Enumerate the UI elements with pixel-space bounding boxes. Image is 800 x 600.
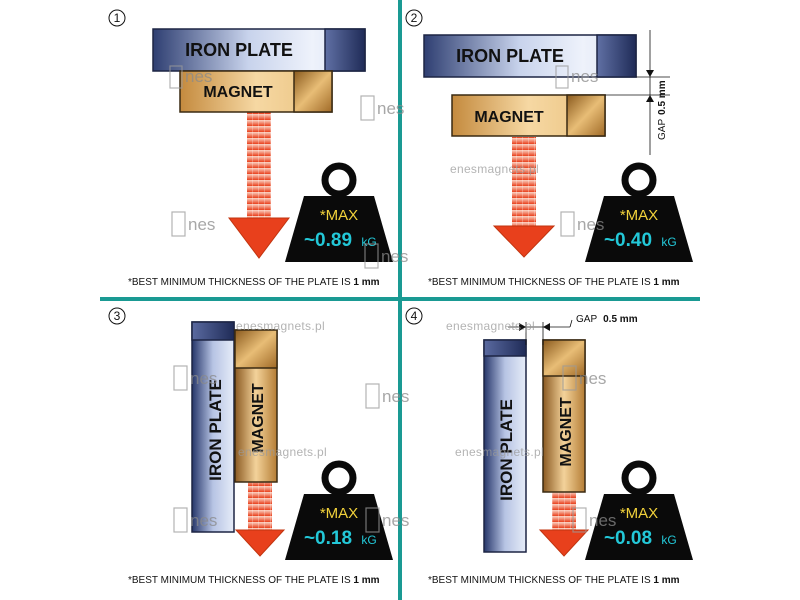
watermark-logo-text: nes: [579, 369, 606, 388]
iron-plate-label: IRON PLATE: [206, 379, 225, 481]
watermark-logo-text: nes: [190, 369, 217, 388]
force-arrow: [538, 492, 590, 557]
watermark-logo: nes: [562, 365, 606, 391]
iron-plate: IRON PLATE: [191, 321, 235, 533]
unit-label: kG: [361, 235, 376, 249]
watermarks: enesmagnets.pl enesmagnets.pl enesmagnet…: [169, 65, 616, 533]
magnet: MAGNET: [234, 329, 278, 483]
panel-number: 1: [114, 11, 121, 25]
magnet-label: MAGNET: [474, 109, 544, 126]
magnet: MAGNET: [451, 94, 606, 137]
thickness-note: *BEST MINIMUM THICKNESS OF THE PLATE IS …: [128, 575, 380, 586]
weight-icon: *MAX ~0.89 kG: [285, 162, 393, 262]
watermark-logo: nes: [173, 365, 217, 391]
max-value: ~0.89: [304, 230, 352, 251]
magnet-label: MAGNET: [250, 383, 267, 453]
panel-1: 1 IRON PLATE MAGNET *MAX ~0.89 kG *BEST …: [108, 9, 393, 288]
watermark-url: enesmagnets.pl: [446, 319, 535, 333]
watermark-url: enesmagnets.pl: [450, 162, 539, 176]
thickness-note: *BEST MINIMUM THICKNESS OF THE PLATE IS …: [428, 277, 680, 288]
watermark-url: enesmagnets.pl: [236, 319, 325, 333]
watermark-logo-text: nes: [577, 215, 604, 234]
watermark-logo-text: nes: [185, 67, 212, 86]
force-arrow: [492, 137, 556, 258]
watermark-logo-text: nes: [377, 99, 404, 118]
watermark-logo-text: nes: [381, 247, 408, 266]
watermark-logo: nes: [360, 95, 404, 121]
horizontal-divider: [100, 297, 700, 301]
watermark-logo-text: nes: [571, 67, 598, 86]
max-label: *MAX: [320, 505, 358, 522]
panel-number: 2: [411, 11, 418, 25]
panel-number-circle: [108, 307, 126, 325]
panel-number: 3: [114, 309, 121, 323]
watermark-url: enesmagnets.pl: [238, 445, 327, 459]
magnet: MAGNET: [542, 339, 586, 493]
unit-label: kG: [661, 235, 676, 249]
thickness-note: *BEST MINIMUM THICKNESS OF THE PLATE IS …: [128, 277, 380, 288]
panel-2: 2 IRON PLATE MAGNET GAP0.5 mm *: [405, 9, 693, 288]
iron-plate: IRON PLATE: [483, 339, 527, 553]
panel-3: 3 IRON PLATE MAGNET *MAX ~0.18 kG *BEST …: [108, 307, 393, 586]
panel-number-circle: [108, 9, 126, 27]
watermark-logo: nes: [365, 507, 409, 533]
iron-plate-label: IRON PLATE: [185, 40, 293, 60]
watermark-logo-text: nes: [190, 511, 217, 530]
max-value: ~0.40: [604, 230, 652, 251]
watermark-logo-text: nes: [382, 511, 409, 530]
watermark-logo: nes: [169, 65, 212, 89]
watermark-logo: nes: [555, 65, 598, 89]
thickness-note: *BEST MINIMUM THICKNESS OF THE PLATE IS …: [428, 575, 680, 586]
watermark-logo-text: nes: [589, 511, 616, 530]
magnet-label: MAGNET: [558, 397, 575, 467]
gap-label: GAP0.5 mm: [657, 80, 668, 140]
magnet-label: MAGNET: [203, 84, 273, 101]
weight-icon: *MAX ~0.40 kG: [585, 162, 693, 262]
iron-plate-label: IRON PLATE: [456, 46, 564, 66]
watermark-logo: nes: [364, 243, 408, 269]
watermark-logo: nes: [173, 507, 217, 533]
max-label: *MAX: [620, 505, 658, 522]
watermark-logo: nes: [171, 211, 215, 237]
force-arrow: [228, 112, 290, 259]
max-label: *MAX: [320, 207, 358, 224]
watermark-logo: nes: [572, 507, 616, 533]
watermark-url: enesmagnets.pl: [455, 445, 544, 459]
watermark-logo-text: nes: [188, 215, 215, 234]
magnet: MAGNET: [179, 70, 333, 113]
force-arrow: [234, 482, 286, 557]
max-value: ~0.08: [604, 528, 652, 549]
unit-label: kG: [361, 533, 376, 547]
watermark-logo: nes: [365, 383, 409, 409]
iron-plate: IRON PLATE: [423, 34, 637, 78]
weight-icon: *MAX ~0.08 kG: [585, 460, 693, 560]
watermark-logo: nes: [560, 211, 604, 237]
weight-icon: *MAX ~0.18 kG: [285, 460, 393, 560]
iron-plate: IRON PLATE: [152, 28, 366, 72]
max-label: *MAX: [620, 207, 658, 224]
max-value: ~0.18: [304, 528, 352, 549]
panel-number-circle: [405, 307, 423, 325]
gap-dimension: GAP0.5 mm: [605, 30, 670, 155]
iron-plate-label: IRON PLATE: [497, 399, 516, 501]
panel-number-circle: [405, 9, 423, 27]
watermark-logo-text: nes: [382, 387, 409, 406]
panel-number: 4: [411, 309, 418, 323]
unit-label: kG: [661, 533, 676, 547]
